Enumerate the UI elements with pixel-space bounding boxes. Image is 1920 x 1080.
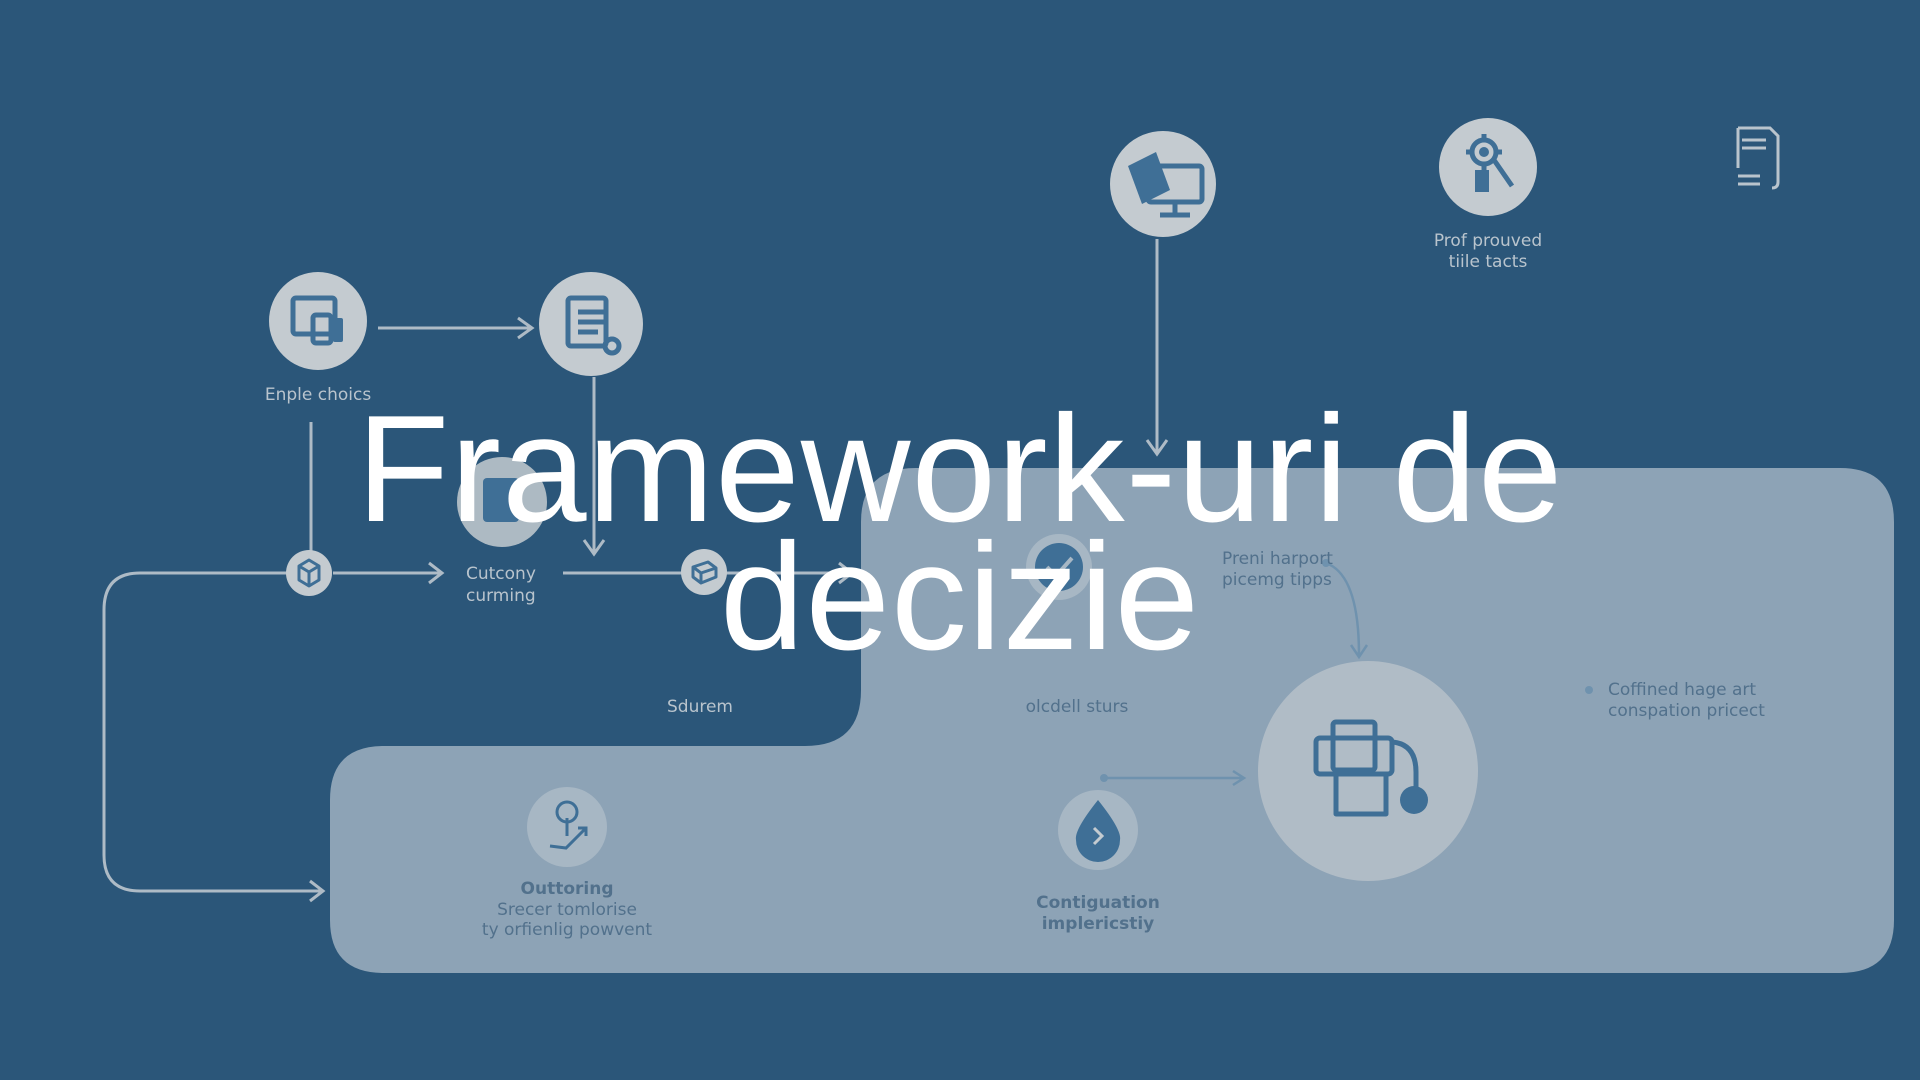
connector-curve: [1325, 561, 1369, 660]
document-icon: [1736, 126, 1780, 190]
background-panel: [330, 468, 1894, 973]
node-printer: [1258, 661, 1478, 881]
node-drop: [1058, 790, 1138, 870]
document-list-icon: [565, 295, 622, 356]
node-label: Sdurem: [667, 697, 733, 717]
checkmark-icon: [1045, 556, 1074, 579]
connector-monitor-down: [1145, 239, 1169, 457]
coffined-label: conspation pricect: [1608, 701, 1765, 721]
connector-dot: [1322, 559, 1330, 567]
slide-title-line-2: decizie: [719, 512, 1201, 682]
connector-drop-printer: [1104, 769, 1247, 787]
monitor-icon: [1128, 152, 1205, 218]
node-label: Enple choics: [265, 385, 371, 405]
node-label: Prof prouved: [1434, 231, 1542, 251]
growth-icon: [549, 800, 588, 850]
node-document-list: [539, 272, 643, 376]
node-label: Outtoring: [521, 879, 614, 899]
node-monitor: [1110, 131, 1216, 237]
node-box: [286, 550, 332, 596]
node-check: [1026, 534, 1092, 600]
node-label: implericstiy: [1042, 914, 1155, 934]
node-gear-tool: [1439, 118, 1537, 216]
node-growth: [527, 787, 607, 867]
preni-label: Preni harport: [1222, 549, 1333, 569]
coffined-label: Coffined hage art: [1608, 680, 1756, 700]
node-label: olcdell sturs: [1026, 697, 1129, 717]
connector-dot: [1585, 686, 1593, 694]
node-label: Srecer tomlorise: [497, 900, 637, 920]
package-icon: [691, 560, 718, 585]
node-label: Contiguation: [1036, 893, 1160, 913]
printer-icon: [1313, 719, 1428, 817]
devices-icon: [290, 295, 343, 346]
slide-title: Framework-uri de decizie: [0, 384, 1920, 682]
connector-2-down: [582, 377, 606, 557]
preni-label: picemg tipps: [1222, 570, 1332, 590]
node-label: ty orfienlig powvent: [482, 920, 652, 940]
cutcony-label: Cutcony: [466, 564, 536, 584]
node-report: [457, 457, 547, 547]
node-devices: [269, 272, 367, 370]
cutcony-label: curming: [466, 586, 536, 606]
node-label: tiile tacts: [1449, 252, 1528, 272]
connector-dot: [1100, 774, 1108, 782]
connector-loop: [102, 571, 326, 903]
gear-tool-icon: [1466, 134, 1515, 192]
box-icon: [297, 558, 321, 588]
connector-mid-row: [333, 561, 855, 585]
slide-title-line-1: Framework-uri de: [356, 384, 1564, 554]
node-package: [681, 549, 727, 595]
connector-1-2: [378, 316, 535, 340]
